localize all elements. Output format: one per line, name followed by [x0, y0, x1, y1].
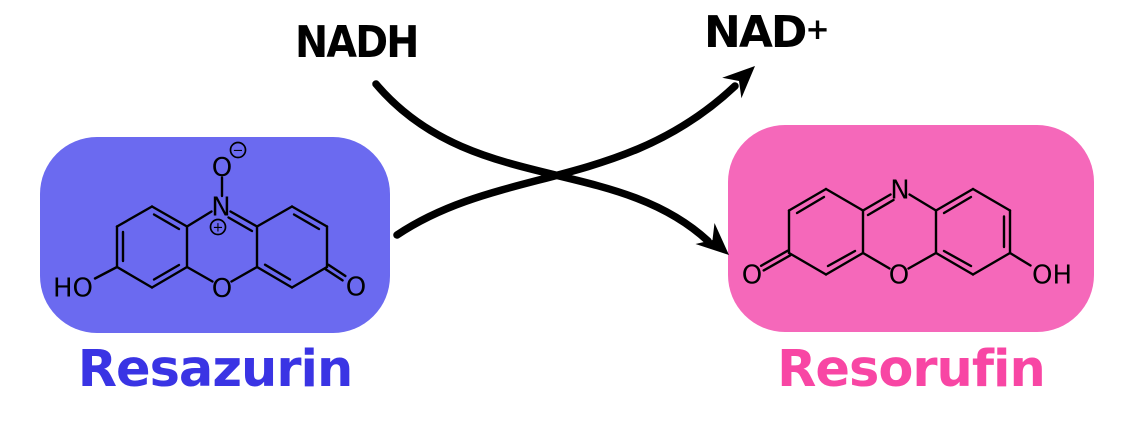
nad-text: NAD	[704, 7, 807, 58]
resorufin-nitrogen-label: N	[890, 176, 909, 206]
nad-plus-label: NAD+	[704, 11, 830, 55]
resazurin-nitrogen-label: N	[211, 193, 230, 223]
minus-charge-icon: −	[229, 141, 247, 158]
plus-charge-glyph: +	[213, 221, 224, 236]
minus-charge-glyph: −	[233, 143, 244, 158]
arrow-resazurin-to-nad	[393, 66, 755, 239]
resorufin-ring-oxygen-label: O	[889, 261, 909, 291]
resazurin-n-oxide-oxygen-label: O	[212, 153, 232, 183]
nadh-label: NADH	[295, 17, 419, 68]
resazurin-name-label: Resazurin	[77, 340, 354, 399]
resazurin-bonds	[93, 176, 347, 289]
resorufin-structure: N O O OH	[742, 176, 1072, 291]
resorufin-hydroxyl-label: OH	[1032, 261, 1072, 291]
arrowhead-down-right-icon	[695, 223, 729, 255]
resazurin-box	[40, 137, 390, 333]
arrowhead-up-right-icon	[722, 66, 755, 99]
resazurin-hydroxyl-label: HO	[53, 274, 93, 304]
resorufin-ketone-oxygen-label: O	[742, 261, 762, 291]
resorufin-bonds	[759, 187, 1032, 276]
plus-charge-icon: +	[209, 218, 227, 236]
resazurin-ring-oxygen-label: O	[212, 274, 232, 304]
nad-plus-charge: +	[805, 12, 830, 46]
resazurin-ketone-oxygen-label: O	[346, 273, 366, 303]
resazurin-structure: O − N + O HO O	[53, 141, 366, 304]
resorufin-name-label: Resorufin	[777, 340, 1046, 399]
arrow-nadh-to-resorufin	[372, 80, 729, 255]
